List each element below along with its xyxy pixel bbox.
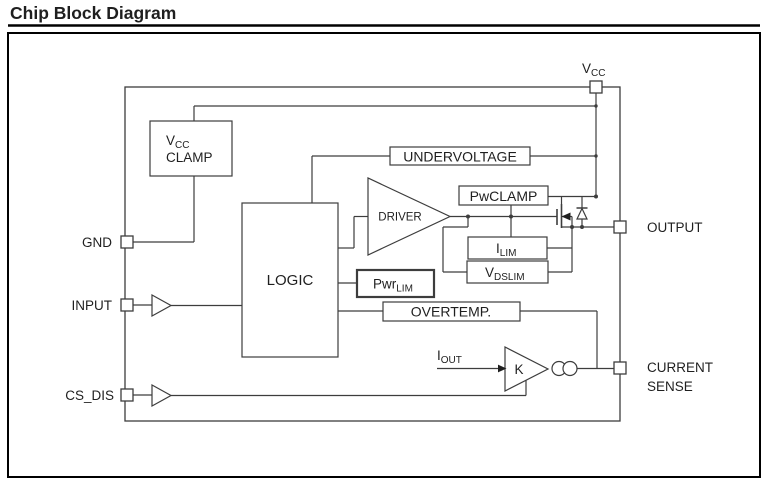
k-gain-label: K: [514, 362, 523, 377]
pwclamp-block: [458, 185, 549, 206]
current-sense-label-line2: SENSE: [647, 379, 693, 394]
vcc-label: VCC: [582, 61, 605, 79]
overtemp-block: [382, 301, 521, 322]
input-terminal: [120, 298, 134, 312]
vcc-clamp-label-line1: VCC: [166, 133, 189, 151]
cs-dis-label: CS_DIS: [65, 388, 114, 403]
logic-label: LOGIC: [267, 272, 314, 289]
vdslim-block: [466, 260, 549, 284]
figure-frame: [7, 32, 761, 478]
gnd-terminal: [120, 235, 134, 249]
pwclamp-label: PwCLAMP: [470, 188, 538, 204]
output-mosfet-icon: [556, 196, 573, 228]
cs-dis-terminal: [120, 388, 134, 402]
logic-block: [241, 202, 339, 358]
wires: [133, 93, 614, 397]
iout-label: IOUT: [437, 348, 462, 366]
vcc-terminal: [589, 80, 603, 94]
body-diode-icon: [576, 196, 588, 227]
vcc-clamp-block: [149, 120, 233, 177]
pwrlim-block: [355, 268, 436, 299]
current-mirror-icon: [551, 360, 578, 377]
input-label: INPUT: [72, 298, 113, 313]
page-title: Chip Block Diagram: [10, 3, 176, 23]
cs-dis-buffer-icon: [151, 383, 173, 408]
junction-dots: [466, 104, 598, 229]
undervoltage-block: [389, 146, 531, 166]
ilim-label: ILIM: [496, 241, 516, 259]
vcc-clamp-label-line2: CLAMP: [166, 150, 213, 165]
pwrlim-label: PwrLIM: [373, 277, 413, 295]
current-sense-label-line1: CURRENT: [647, 360, 713, 375]
driver-amplifier: [367, 177, 452, 256]
output-terminal: [613, 220, 627, 234]
iout-arrow-icon: [437, 364, 507, 373]
vdslim-label: VDSLIM: [485, 265, 525, 283]
chip-boundary: [124, 86, 621, 422]
input-buffer-icon: [151, 293, 173, 318]
overtemp-label: OVERTEMP.: [411, 304, 491, 320]
ilim-block: [467, 236, 548, 260]
output-label: OUTPUT: [647, 220, 703, 235]
driver-label: DRIVER: [378, 212, 421, 224]
blocks: [149, 120, 550, 408]
undervoltage-label: UNDERVOLTAGE: [403, 149, 517, 165]
gnd-label: GND: [82, 235, 112, 250]
current-sense-terminal: [613, 361, 627, 375]
terminal-pads: [120, 80, 627, 402]
